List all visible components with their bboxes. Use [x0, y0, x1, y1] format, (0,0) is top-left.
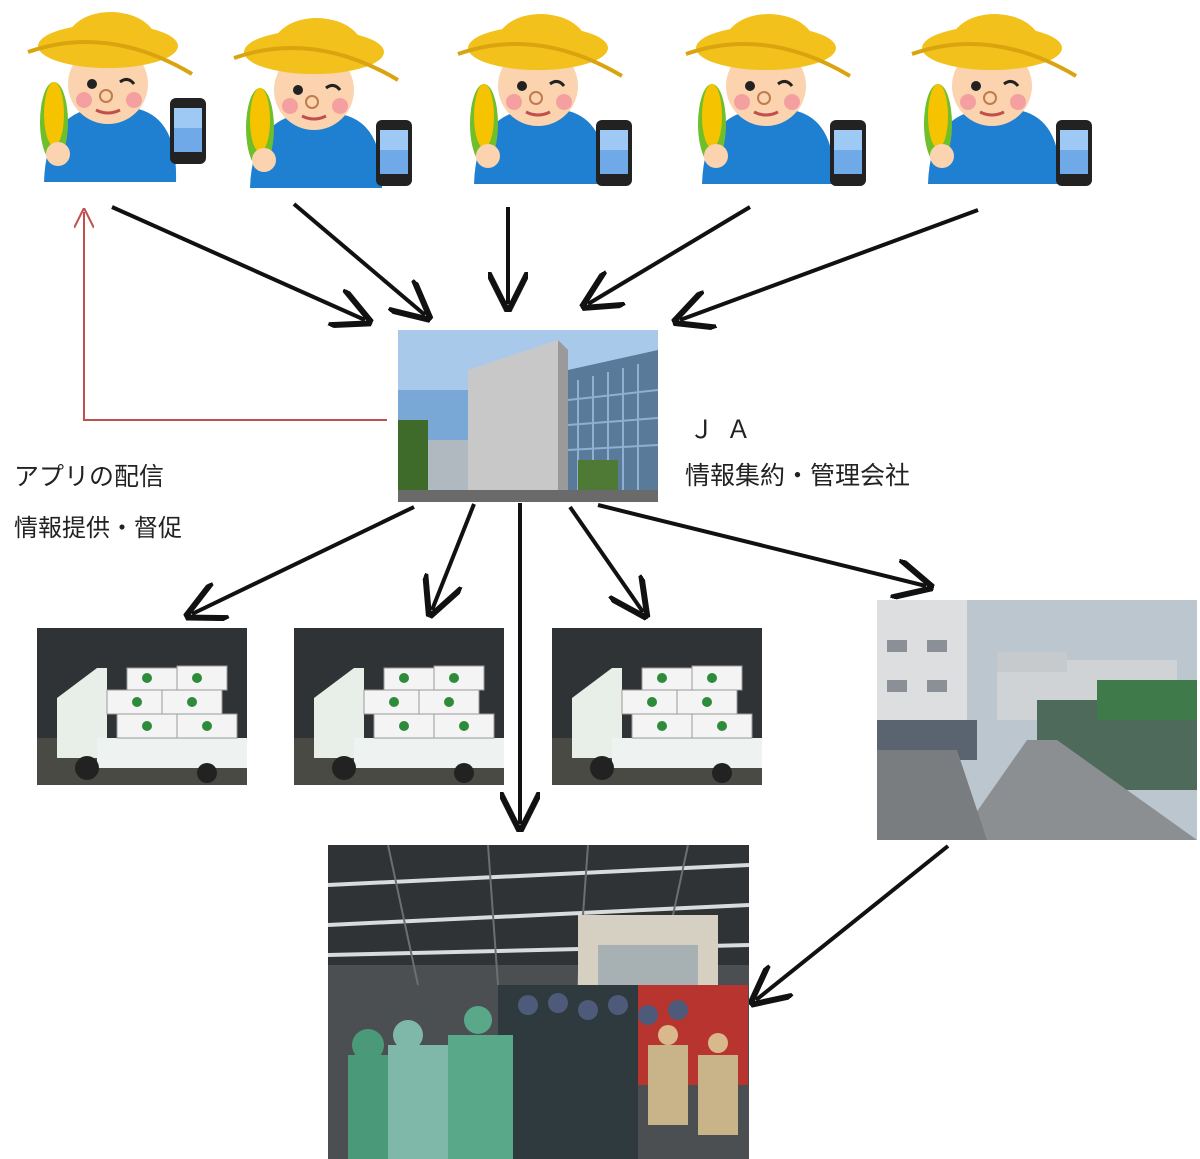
truck-icon: [552, 628, 762, 785]
smartphone-icon: [596, 120, 632, 186]
farmer-2: [222, 10, 412, 200]
arrow-farmer2-to-ja: [292, 202, 425, 315]
truck-photo-3: [552, 628, 762, 785]
arrow-ja-to-farmer1: [84, 212, 387, 421]
info-provide-label: 情報提供・督促: [14, 514, 182, 542]
building-icon: [398, 330, 658, 502]
ja-building-photo: [398, 330, 658, 502]
arrow-farmer5-to-ja: [680, 208, 979, 320]
arrow-farmer1-to-ja: [111, 205, 365, 320]
smartphone-icon: [170, 98, 206, 164]
smartphone-icon: [1056, 120, 1092, 186]
smartphone-icon: [376, 120, 412, 186]
arrow-ja-to-warehouse: [597, 503, 926, 586]
farmer-4: [674, 6, 866, 196]
farmer-icon: [911, 14, 1078, 184]
farmer-icon: [685, 14, 852, 184]
farmer-1: [16, 4, 206, 194]
warehouse-icon: [877, 600, 1197, 840]
arrow-ja-to-truck3: [568, 505, 643, 612]
farmer-5: [900, 6, 1092, 196]
farmer-icon: [27, 12, 194, 182]
app-delivery-label: アプリの配信: [14, 462, 165, 491]
arrow-farmer4-to-ja: [588, 205, 752, 304]
market-icon: [328, 845, 749, 1159]
arrow-ja-to-truck2: [432, 503, 476, 610]
ja-subtitle: 情報集約・管理会社: [685, 461, 911, 490]
warehouse-photo: [877, 600, 1197, 840]
truck-icon: [37, 628, 247, 785]
truck-photo-1: [37, 628, 247, 785]
arrow-warehouse-to-market: [756, 844, 950, 1000]
farmer-3: [446, 6, 632, 196]
ja-title: ＪＡ: [689, 415, 764, 444]
farmer-icon: [233, 18, 400, 188]
farmer-icon: [457, 14, 624, 184]
arrow-ja-to-truck1: [192, 505, 415, 614]
smartphone-icon: [830, 120, 866, 186]
truck-photo-2: [294, 628, 504, 785]
truck-icon: [294, 628, 504, 785]
market-photo: [328, 845, 749, 1159]
